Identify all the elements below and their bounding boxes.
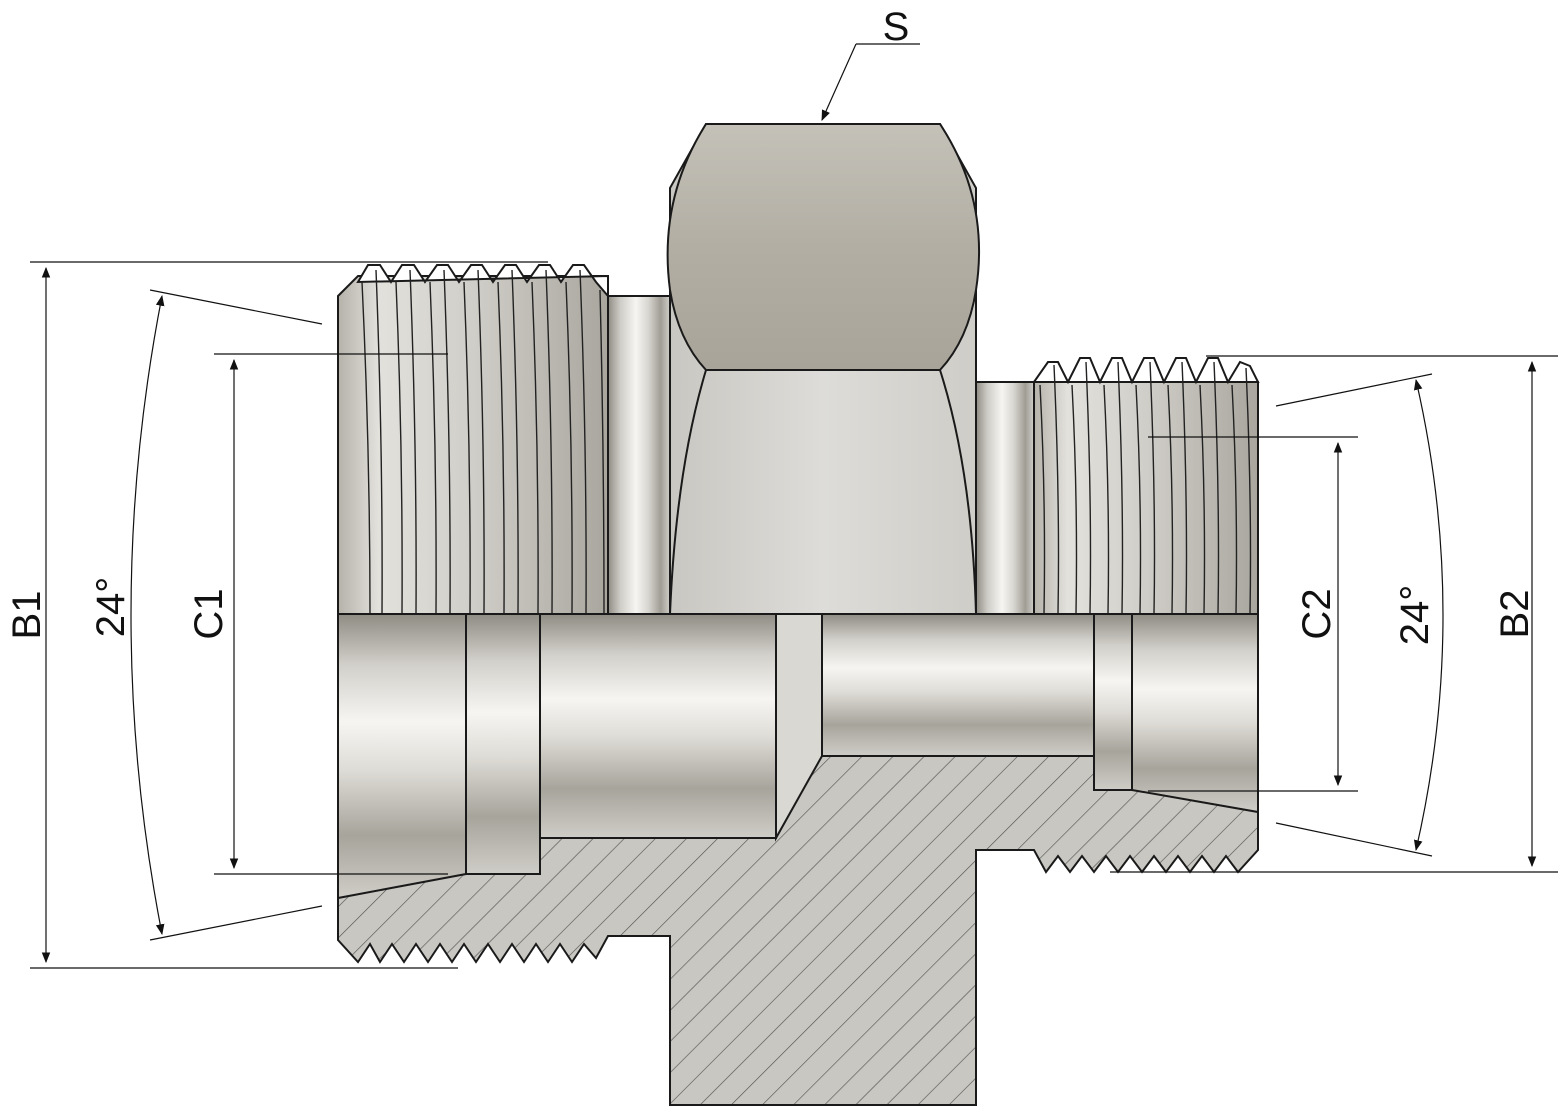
left-neck <box>607 295 671 615</box>
label-angle-left: 24° <box>89 577 133 638</box>
right-thread-external <box>1032 357 1260 615</box>
right-neck <box>975 381 1035 615</box>
label-c1: C1 <box>187 588 231 639</box>
hex-nut <box>666 123 981 615</box>
dimension-lines <box>30 43 1558 969</box>
label-b1: B1 <box>5 591 49 640</box>
label-angle-right: 24° <box>1393 585 1437 646</box>
label-c2: C2 <box>1295 588 1339 639</box>
internal-bores <box>337 613 1259 900</box>
label-s: S <box>883 5 910 49</box>
left-thread-external <box>337 264 609 615</box>
label-b2: B2 <box>1493 590 1537 639</box>
